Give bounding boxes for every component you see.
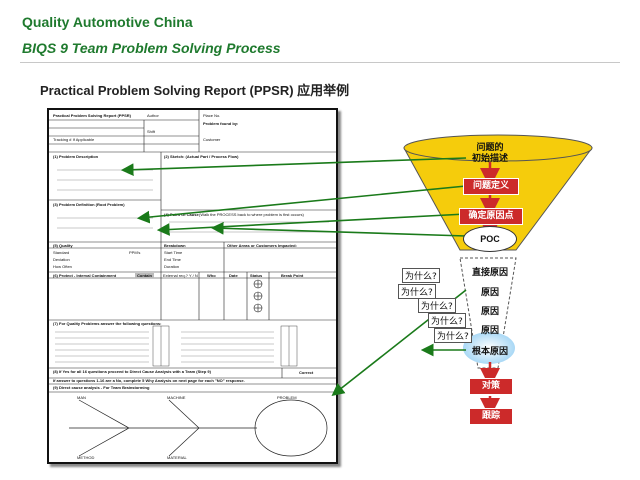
form-protect: (6) Protect - Interval Containment: [53, 273, 117, 278]
stage-cause-1: 原因: [480, 288, 499, 298]
form-deviation: Deviation: [53, 257, 70, 262]
form-other-areas: Other Areas or Customers Impacted:: [227, 243, 297, 248]
form-start-time: Start Time: [164, 250, 183, 255]
form-external-req: External req.? Y / N: [163, 273, 198, 278]
company-title: Quality Automotive China: [22, 14, 193, 30]
fishbone-method: METHOD: [77, 455, 95, 460]
stage-cause-3: 原因: [480, 326, 499, 336]
form-customer-label: Customer: [203, 137, 221, 142]
why-label-1: 为什么?: [402, 268, 440, 283]
why-label-5: 为什么?: [434, 328, 472, 343]
stage-cause-2: 原因: [480, 307, 499, 317]
fishbone-man: MAN: [77, 395, 86, 400]
box-point-of-cause: 确定原因点: [459, 208, 523, 225]
form-yes-note: (8) If Yes for all 16 questions proceed …: [53, 369, 211, 374]
form-problem-description: (1) Problem Description: [53, 154, 99, 159]
form-end-time: End Time: [164, 257, 181, 262]
box-follow-up: 跟踪: [469, 408, 513, 425]
form-place-label: Place No.: [203, 113, 221, 118]
why-label-4: 为什么?: [428, 313, 466, 328]
slide-subtitle: Practical Problem Solving Report (PPSR) …: [40, 83, 350, 98]
box-countermeasure: 对策: [469, 378, 513, 395]
form-found-by-label: Problem found by:: [203, 121, 239, 126]
form-questions: (7) For Quality Problems answer the foll…: [53, 321, 162, 326]
funnel-rim: [403, 134, 593, 162]
stage-initial-description-2: 初始描述: [471, 154, 508, 164]
fishbone-material: MATERIAL: [167, 455, 187, 460]
fishbone-problem: PROBLEM: [277, 395, 297, 400]
stage-root-cause: 根本原因: [471, 347, 508, 357]
fishbone-machine: MACHINE: [167, 395, 186, 400]
form-breakdown-label: Breakdown: [164, 243, 186, 248]
form-gridlines: [49, 110, 336, 457]
form-quality-label: (5) Quality: [53, 243, 73, 248]
header-divider: [20, 62, 620, 63]
form-who: Who: [207, 273, 216, 278]
form-date-col: Date: [229, 273, 238, 278]
form-contain: Contain: [135, 273, 154, 278]
why-label-2: 为什么?: [398, 284, 436, 299]
form-shift-label: Shift: [147, 129, 156, 134]
why-label-3: 为什么?: [418, 298, 456, 313]
box-problem-definition: 问题定义: [463, 178, 519, 195]
form-tracking-label: Tracking # If Applicable: [53, 137, 95, 142]
process-title: BIQS 9 Team Problem Solving Process: [22, 40, 281, 56]
form-title: Practical Problem Solving Report (PPSR): [53, 113, 132, 118]
form-sketch: (2) Sketch: (Actual Part / Process Flow): [164, 154, 239, 159]
form-problem-definition: (3) Problem Definition (Root Problem): [53, 202, 125, 207]
form-ppm: PPM's: [129, 250, 141, 255]
form-standard: Standard: [53, 250, 70, 255]
form-how-often: How Often: [53, 264, 72, 269]
stage-direct-cause: 直接原因: [471, 268, 508, 278]
stage-initial-description-1: 问题的: [476, 143, 504, 153]
form-duration: Duration: [164, 264, 180, 269]
form-no-note: If answer to questions 1-16 are a No, co…: [53, 378, 245, 383]
poc-ellipse: POC: [463, 226, 517, 252]
form-correct: Correct: [299, 370, 314, 375]
form-break-point: Break Point: [281, 273, 304, 278]
form-author-label: Author: [147, 113, 159, 118]
form-status: Status: [250, 273, 263, 278]
root-cause-glow: [463, 332, 515, 364]
form-direct-cause: (9) Direct cause analysis - For Team Bra…: [53, 385, 150, 390]
form-poc-note: (Walk the PROCESS back to where problem …: [199, 212, 304, 217]
